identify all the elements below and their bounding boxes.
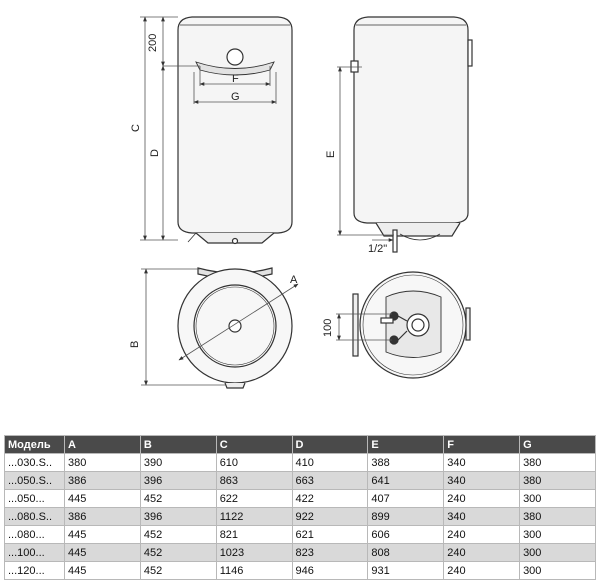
table-cell: 380	[519, 507, 596, 526]
bottom-view	[352, 271, 471, 379]
table-cell: 610	[215, 453, 293, 472]
table-cell: 622	[215, 489, 293, 508]
table-cell: 452	[139, 543, 217, 562]
table-cell: 621	[291, 525, 369, 544]
dim-label-D: D	[149, 149, 161, 157]
front-dimensions	[140, 16, 277, 241]
side-pipe-connection	[392, 229, 398, 253]
table-cell: 340	[443, 507, 521, 526]
table-row: ...080... 445 452 821 621 606 240 300	[4, 525, 596, 544]
bottom-heater-flange	[406, 313, 430, 337]
table-cell: 340	[443, 453, 521, 472]
column-header: F	[443, 435, 521, 454]
table-cell: 396	[139, 471, 217, 490]
table-row: ...080.S.. 386 396 1122 922 899 340 380	[4, 507, 596, 526]
table-cell: 445	[64, 543, 141, 562]
table-cell: 407	[367, 489, 445, 508]
side-tank-body	[353, 16, 469, 224]
table-cell: 606	[367, 525, 445, 544]
column-header: B	[139, 435, 217, 454]
table-cell: 445	[64, 525, 141, 544]
table-cell: 240	[443, 489, 521, 508]
table-cell: ...080...	[4, 525, 65, 544]
table-cell: ...120...	[4, 561, 65, 580]
side-wall-hook	[350, 60, 359, 73]
table-cell: 386	[64, 507, 141, 526]
table-cell: 300	[519, 561, 596, 580]
side-bottom-cap	[375, 222, 461, 237]
table-cell: 396	[139, 507, 217, 526]
table-cell: 445	[64, 561, 141, 580]
table-cell: 300	[519, 543, 596, 562]
table-header-row: Модель A B C D E F G	[4, 435, 596, 454]
table-cell: ...100...	[4, 543, 65, 562]
table-cell: 452	[139, 561, 217, 580]
table-row: ...120... 445 452 1146 946 931 240 300	[4, 561, 596, 580]
table-cell: 808	[367, 543, 445, 562]
dim-label-C: C	[130, 124, 142, 132]
table-cell: 300	[519, 525, 596, 544]
dim-label-100: 100	[322, 319, 334, 337]
column-header: Модель	[4, 435, 65, 454]
table-cell: 641	[367, 471, 445, 490]
top-dimensions	[141, 268, 299, 386]
table-row: ...030.S.. 380 390 610 410 388 340 380	[4, 453, 596, 472]
table-cell: 240	[443, 543, 521, 562]
table-cell: ...050...	[4, 489, 65, 508]
table-cell: ...050.S..	[4, 471, 65, 490]
column-header: E	[367, 435, 445, 454]
column-header: A	[64, 435, 141, 454]
table-cell: 390	[139, 453, 217, 472]
table-cell: 899	[367, 507, 445, 526]
table-cell: 380	[519, 471, 596, 490]
table-cell: 388	[367, 453, 445, 472]
front-indicator	[226, 48, 244, 66]
top-view	[177, 267, 293, 389]
table-cell: 300	[519, 489, 596, 508]
dim-label-A: A	[290, 274, 298, 286]
dim-label-G: G	[231, 91, 240, 103]
table-cell: ...030.S..	[4, 453, 65, 472]
table-cell: 445	[64, 489, 141, 508]
dim-label-B: B	[129, 341, 141, 348]
column-header: D	[291, 435, 369, 454]
table-cell: 452	[139, 525, 217, 544]
table-row: ...100... 445 452 1023 823 808 240 300	[4, 543, 596, 562]
table-cell: 422	[291, 489, 369, 508]
table-cell: 240	[443, 561, 521, 580]
table-cell: 380	[64, 453, 141, 472]
table-cell: 340	[443, 471, 521, 490]
front-view	[177, 16, 293, 245]
table-cell: ...080.S..	[4, 507, 65, 526]
table-cell: 410	[291, 453, 369, 472]
side-dimensions	[337, 66, 394, 242]
table-row: ...050... 445 452 622 422 407 240 300	[4, 489, 596, 508]
table-row: ...050.S.. 386 396 863 663 641 340 380	[4, 471, 596, 490]
table-cell: 1146	[215, 561, 293, 580]
table-cell: 452	[139, 489, 217, 508]
table-cell: 663	[291, 471, 369, 490]
dimensions-table: Модель A B C D E F G ...030.S.. 380 390 …	[4, 435, 596, 580]
table-cell: 922	[291, 507, 369, 526]
bottom-wall-bracket	[352, 293, 359, 357]
technical-drawing: 200 C D F G E 1/2" B A	[129, 16, 473, 389]
side-view	[350, 16, 473, 253]
dim-label-F: F	[232, 73, 239, 85]
table-cell: 1122	[215, 507, 293, 526]
dim-label-200: 200	[147, 34, 159, 52]
table-cell: 240	[443, 525, 521, 544]
dim-label-E: E	[325, 151, 337, 158]
table-cell: 931	[367, 561, 445, 580]
table-cell: 863	[215, 471, 293, 490]
bottom-dimensions	[336, 313, 392, 341]
table-cell: 386	[64, 471, 141, 490]
table-cell: 946	[291, 561, 369, 580]
dim-label-half-inch: 1/2"	[368, 243, 387, 255]
table-cell: 380	[519, 453, 596, 472]
table-cell: 1023	[215, 543, 293, 562]
table-cell: 823	[291, 543, 369, 562]
column-header: G	[519, 435, 596, 454]
table-cell: 821	[215, 525, 293, 544]
column-header: C	[215, 435, 293, 454]
